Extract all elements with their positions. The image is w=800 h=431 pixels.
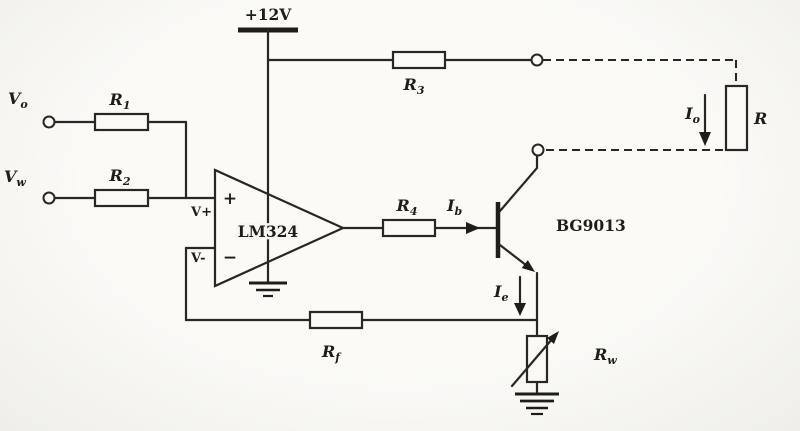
- rw-label: Rw: [593, 345, 617, 367]
- vplus-label: V+: [190, 205, 212, 220]
- opamp-minus-sign: −: [223, 248, 237, 268]
- resistor-rf: [308, 310, 364, 330]
- transistor-bg9013: BG9013 Ie: [493, 154, 626, 338]
- resistor-rw: [525, 334, 549, 384]
- ground-symbol: [515, 392, 559, 416]
- input-vw-branch: Vw R2: [4, 166, 217, 208]
- input1-label: Vo: [8, 89, 28, 111]
- opamp-ground-symbol: [249, 281, 287, 298]
- io-current-arrow: Io: [684, 93, 711, 146]
- ib-arrow-head: [466, 222, 480, 234]
- arrow-head: [514, 303, 526, 316]
- r2-label: R2: [109, 166, 131, 188]
- r4-label: R4: [396, 196, 418, 218]
- resistor-r1: [93, 112, 150, 132]
- input2-label: Vw: [4, 167, 26, 189]
- vo-terminal: [42, 115, 56, 129]
- power-supply-rail: +12V: [238, 5, 298, 298]
- r1-label: R1: [109, 90, 131, 112]
- opamp-name-label: LM324: [238, 222, 299, 241]
- terminal-node-bottom: [531, 143, 545, 157]
- ie-current-arrow: Ie: [493, 275, 526, 316]
- opamp-lm324: + − LM324 V+ V-: [190, 168, 346, 288]
- r3-label: R3: [403, 75, 425, 97]
- r3-branch: R3: [266, 50, 544, 97]
- ie-label: Ie: [493, 282, 508, 304]
- collector-wire: [498, 154, 539, 213]
- r4-branch: R4 Ib: [341, 196, 498, 238]
- rw-wiper-arrow: [510, 336, 555, 388]
- arrow-head: [699, 132, 711, 146]
- resistor-load: [724, 84, 749, 152]
- opamp-plus-sign: +: [223, 189, 237, 209]
- vminus-label: V-: [190, 251, 206, 266]
- vw-terminal: [42, 191, 56, 205]
- opamp-triangle: [213, 168, 346, 288]
- rw-branch: Rw: [510, 331, 617, 416]
- resistor-r4: [381, 218, 437, 238]
- rf-label: Rf: [321, 342, 342, 364]
- ib-label: Ib: [446, 196, 462, 218]
- supply-voltage-label: +12V: [245, 5, 293, 24]
- load-branch: Io R: [531, 59, 767, 157]
- resistor-r2: [93, 188, 150, 208]
- terminal-node-top: [530, 53, 544, 67]
- transistor-label: BG9013: [556, 216, 626, 235]
- load-label: R: [753, 109, 767, 128]
- resistor-r3: [391, 50, 447, 70]
- feedback-branch: Rf: [184, 246, 539, 364]
- input-vo-branch: Vo R1: [8, 89, 188, 200]
- rw-arrow-head: [547, 331, 559, 344]
- io-label: Io: [684, 104, 700, 126]
- emitter-arrow-head: [521, 260, 535, 272]
